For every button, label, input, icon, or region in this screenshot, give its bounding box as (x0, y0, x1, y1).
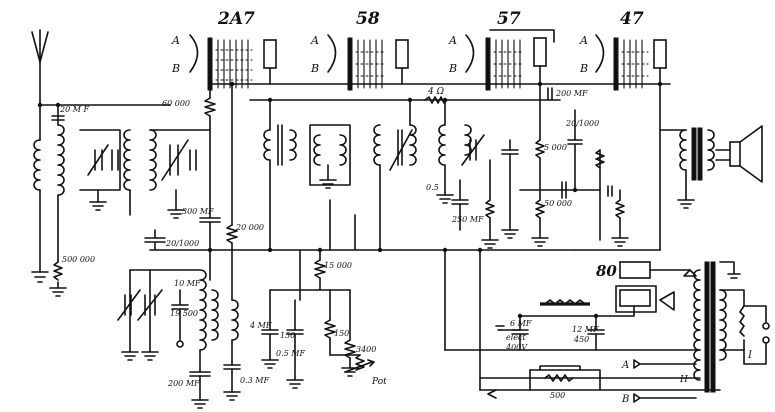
tuning-capacitor-a (79, 129, 121, 211)
label-60000: 60 000 (162, 99, 190, 108)
label-500000: 500 000 (62, 255, 95, 264)
detector-57-network (424, 83, 629, 249)
label-05mf: 0.5 MF (276, 349, 305, 358)
label-19500: 19 500 (170, 309, 198, 318)
label-05: 0.5 (426, 183, 439, 192)
label-200mf-b: 200 MF (167, 379, 200, 388)
resistor-20000-and-coil (223, 83, 241, 401)
junction-dots (37, 81, 663, 319)
antenna-coil (31, 104, 65, 283)
label-pot: Pot (371, 377, 387, 387)
label-4mf: 4 MF (249, 321, 272, 330)
label-150a: 150 (280, 331, 295, 340)
label-150b: 150 (334, 329, 349, 338)
tube-label-58: 58 (356, 9, 380, 29)
label-400v: 400V (505, 343, 528, 352)
svg-text:A: A (448, 34, 457, 47)
power-supply (479, 261, 770, 403)
label-10mf: 10 MF (174, 279, 201, 288)
speaker-icon (715, 125, 763, 183)
label-200mf: 200 MF (555, 89, 588, 98)
filament-label-b: B (171, 62, 180, 75)
label-03mf: 0.3 MF (240, 376, 269, 385)
if-transformer-3 (373, 99, 417, 251)
label-450: 450 (573, 335, 589, 344)
tube-58: A B (310, 34, 409, 91)
label-4ohm: 4 Ω (427, 87, 445, 97)
svg-text:B: B (579, 62, 588, 75)
tube-label-2a7: 2A7 (217, 9, 255, 29)
antenna-symbol (31, 29, 171, 106)
label-elect: elect (506, 333, 527, 342)
capacitor-300mf (199, 194, 221, 251)
output-transformer (659, 127, 715, 209)
capacitor-20-1000 (144, 229, 166, 251)
label-250mf: 250 MF (451, 215, 484, 224)
tube-47: A B (579, 34, 667, 91)
label-500: 500 (550, 391, 565, 400)
tube-label-47: 47 (620, 9, 644, 29)
svg-text:B: B (448, 62, 457, 75)
label-6mf: 6 MF (510, 319, 532, 328)
resistor-60000 (204, 83, 216, 131)
label-20000: 20 000 (235, 223, 264, 232)
label-12mf: 12 MF (572, 325, 599, 334)
label-i: I (747, 350, 753, 361)
tube-2a7: A B (171, 34, 277, 91)
oscillator-section (117, 249, 219, 409)
network-58 (261, 199, 375, 389)
tube-label-57: 57 (497, 9, 521, 29)
label-20mf: 20 M F (59, 105, 89, 114)
oscillator-coil-a (123, 129, 211, 219)
label-300mf: 300 MF (182, 207, 214, 216)
bus-wiring (149, 83, 721, 391)
label-20-1000: 20/1000 (165, 239, 199, 248)
svg-text:A: A (310, 34, 319, 47)
label-15000: 15 000 (324, 261, 352, 270)
label-tap-h: H (679, 375, 688, 385)
label-50000: 50 000 (544, 199, 572, 208)
label-5000: 5 000 (544, 143, 567, 152)
filament-label-a: A (171, 34, 180, 47)
svg-text:B: B (310, 62, 319, 75)
label-3400: 3400 (356, 345, 376, 354)
label-20-1000b: 20/1000 (565, 119, 599, 128)
if-transformer-1 (263, 99, 297, 251)
svg-text:A: A (579, 34, 588, 47)
if-transformer-2 (309, 124, 351, 189)
label-tap-b: B (621, 394, 629, 405)
tube-57: A B (448, 29, 555, 91)
label-tap-a: A (621, 360, 629, 371)
resistor-500000 (49, 261, 67, 297)
rectifier-label-80: 80 (596, 262, 617, 280)
